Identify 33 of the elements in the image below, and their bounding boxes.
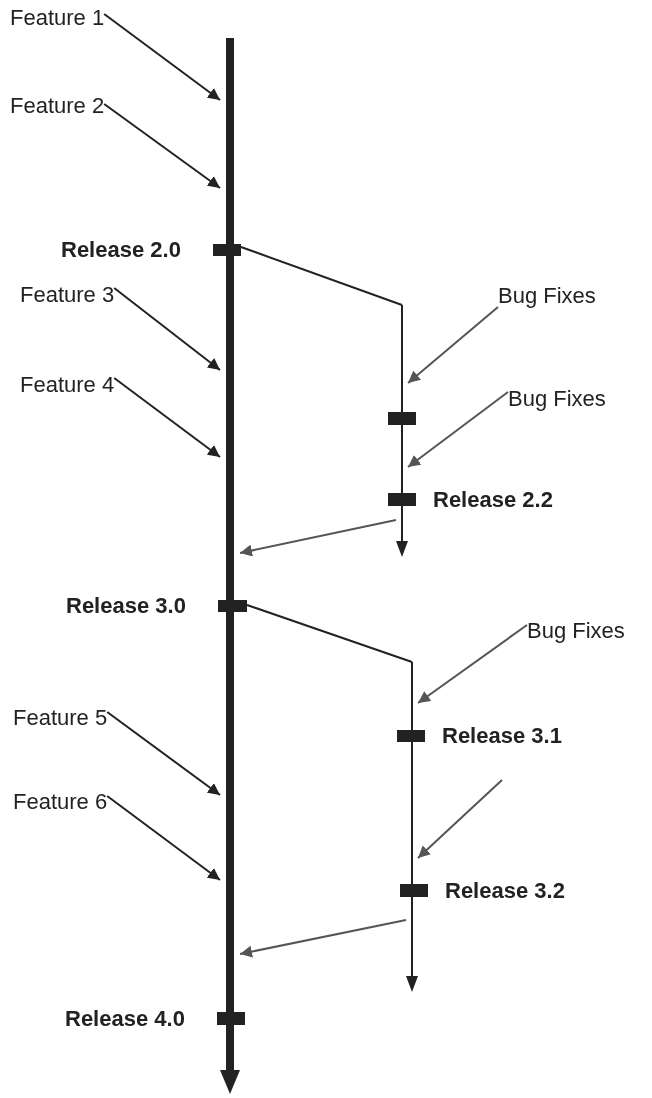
branch-line	[240, 246, 403, 306]
arrow-label: Bug Fixes	[527, 619, 625, 643]
arrow-label: Feature 5	[13, 706, 108, 730]
release-marker	[388, 412, 416, 425]
release-label: Release 2.0	[61, 238, 181, 262]
arrow	[407, 391, 509, 468]
arrow-label: Feature 6	[13, 790, 108, 814]
release-label: Release 3.1	[442, 724, 562, 748]
arrow	[106, 795, 221, 881]
arrow	[113, 377, 221, 458]
arrow-label: Feature 4	[20, 373, 115, 397]
arrow-label: Feature 2	[10, 94, 105, 118]
main-timeline	[220, 38, 240, 1094]
arrow	[103, 103, 221, 189]
branch-timeline	[396, 305, 408, 557]
arrow	[239, 519, 397, 557]
arrow	[417, 624, 528, 704]
release-label: Release 2.2	[433, 487, 553, 512]
arrow	[103, 13, 221, 101]
arrow	[239, 919, 407, 958]
arrow-label: Feature 1	[10, 6, 105, 30]
release-label: Release 3.0	[66, 594, 186, 618]
arrow	[407, 306, 499, 384]
release-label: Release 3.2	[445, 878, 565, 903]
arrow-label: Bug Fixes	[498, 284, 596, 308]
release-label: Release 4.0	[65, 1006, 185, 1031]
branch-timeline	[406, 662, 418, 992]
arrow	[113, 287, 221, 371]
arrow-label: Bug Fixes	[508, 387, 606, 411]
branch-line	[246, 604, 413, 663]
arrow-label: Feature 3	[20, 283, 115, 307]
arrow	[106, 711, 221, 796]
arrow	[417, 779, 503, 859]
